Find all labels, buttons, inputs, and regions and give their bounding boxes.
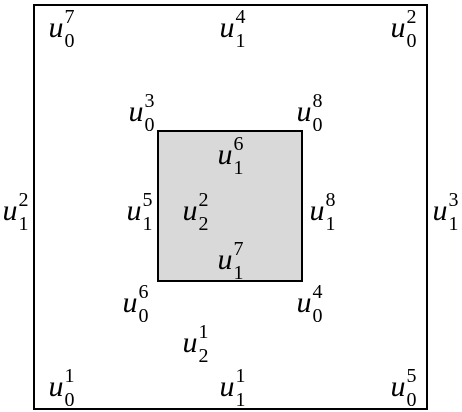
inner-square [157,130,303,282]
outer-square [33,4,428,410]
